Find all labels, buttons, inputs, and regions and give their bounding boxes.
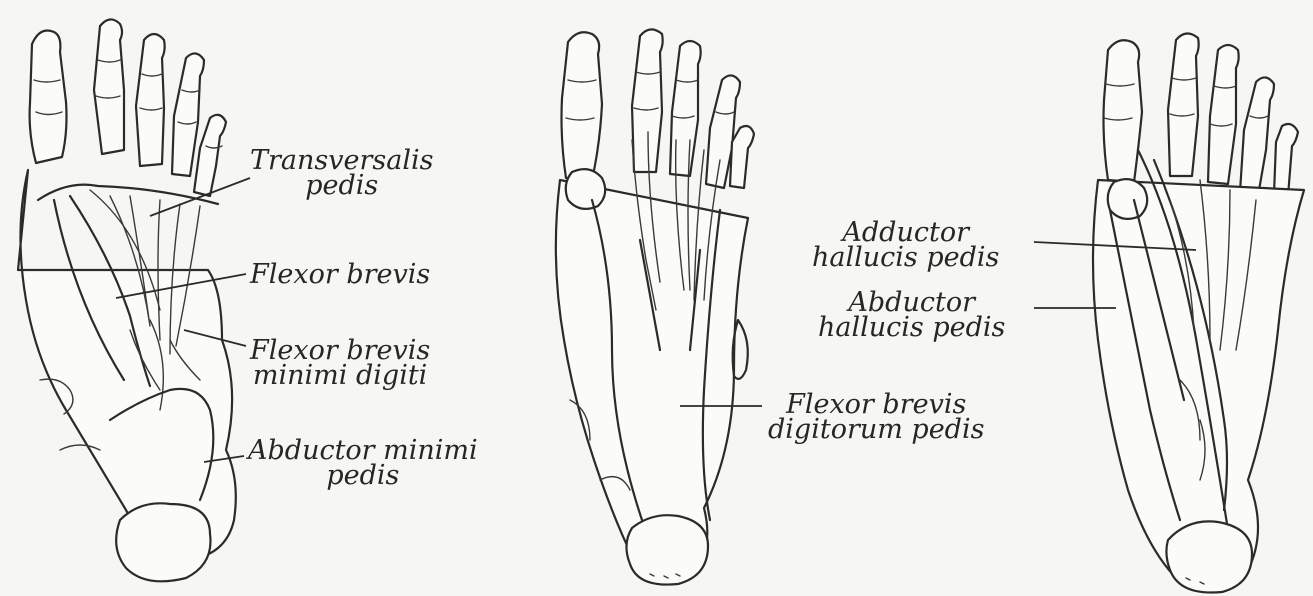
- label-line: Flexor brevis: [250, 262, 430, 287]
- label-line: minimi digiti: [250, 363, 430, 388]
- foot-left-sole: [18, 170, 236, 581]
- foot-left-toes: [30, 19, 226, 196]
- foot-left: [18, 19, 236, 581]
- foot-middle-sole: [556, 132, 748, 585]
- label-transversalis-pedis: Transversalis pedis: [250, 148, 433, 198]
- label-abductor-hallucis-pedis: Abductor hallucis pedis: [818, 290, 1005, 340]
- foot-middle: [556, 29, 754, 584]
- label-line: digitorum pedis: [768, 417, 984, 442]
- label-flexor-brevis-digitorum-pedis: Flexor brevis digitorum pedis: [768, 392, 984, 442]
- foot-right-toes: [1104, 33, 1299, 196]
- label-line: pedis: [250, 173, 433, 198]
- foot-middle-toes: [562, 29, 755, 188]
- foot-right: [1093, 33, 1304, 592]
- label-adductor-hallucis-pedis: Adductor hallucis pedis: [812, 220, 999, 270]
- foot-right-sole: [1093, 150, 1304, 593]
- label-line: hallucis pedis: [812, 245, 999, 270]
- label-flexor-brevis: Flexor brevis: [250, 262, 430, 287]
- label-line: pedis: [248, 463, 478, 488]
- label-abductor-minimi-pedis: Abductor minimi pedis: [248, 438, 478, 488]
- label-line: hallucis pedis: [818, 315, 1005, 340]
- label-flexor-brevis-minimi-digiti: Flexor brevis minimi digiti: [250, 338, 430, 388]
